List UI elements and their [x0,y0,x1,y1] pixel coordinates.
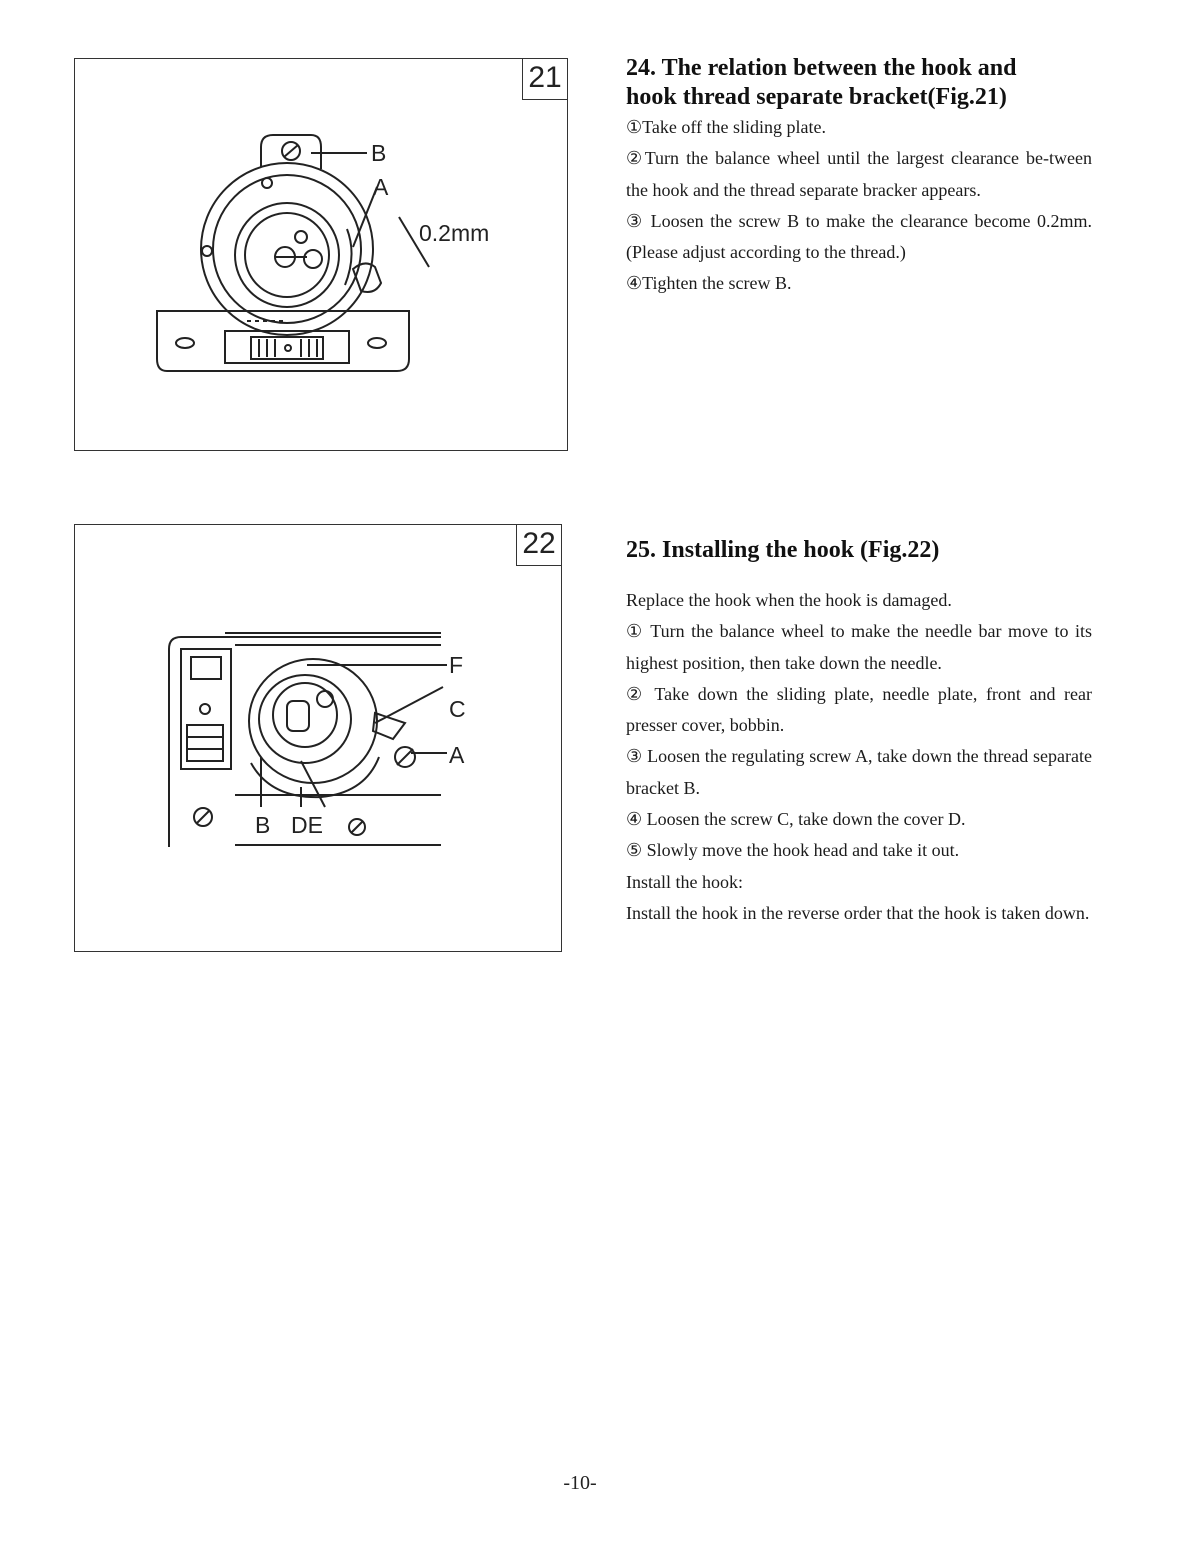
step: ② Take down the sliding plate, needle pl… [626,683,1092,736]
page-number: -10- [563,1472,597,1494]
title-line-1: 24. The relation between the hook and [626,55,1017,81]
figure-22: 22 [74,524,562,952]
callout-b: B [255,812,270,838]
callout-a: A [449,742,465,768]
callout-clearance: 0.2mm [419,220,489,246]
paragraph: Replace the hook when the hook is damage… [626,590,952,610]
callout-c: C [449,696,466,722]
section-25: 25. Installing the hook (Fig.22) Replace… [626,536,1092,929]
paragraph: Install the hook: [626,871,743,892]
step: ④ Loosen the screw C, take down the cove… [626,809,966,830]
callout-f: F [449,652,463,678]
figure-number: 22 [516,525,561,566]
figure-21: 21 [74,58,568,451]
step: ①Take off the sliding plate. [626,117,826,137]
figure-number: 21 [522,59,567,100]
step: ① Turn the balance wheel to make the nee… [626,621,1092,673]
step: ③ Loosen the screw B to make the clearan… [626,210,1092,263]
section-title: 24. The relation between the hook and ho… [626,54,1092,112]
step: ②Turn the balance wheel until the larges… [626,148,1092,200]
step: ③ Loosen the regulating screw A, take do… [626,746,1092,798]
paragraph: Install the hook in the reverse order th… [626,902,1090,923]
callout-a: A [373,174,389,200]
section-24: 24. The relation between the hook and ho… [626,54,1092,300]
step: ④Tighten the screw B. [626,273,792,294]
callout-de: DE [291,812,323,838]
title-line-2: hook thread separate bracket(Fig.21) [626,84,1007,110]
step: ⑤ Slowly move the hook head and take it … [626,840,960,861]
hook-installation-illustration: F C A B DE [168,632,466,847]
hook-clearance-illustration: B A 0.2mm [156,134,489,372]
section-title: 25. Installing the hook (Fig.22) [626,537,940,563]
callout-b: B [371,140,386,166]
